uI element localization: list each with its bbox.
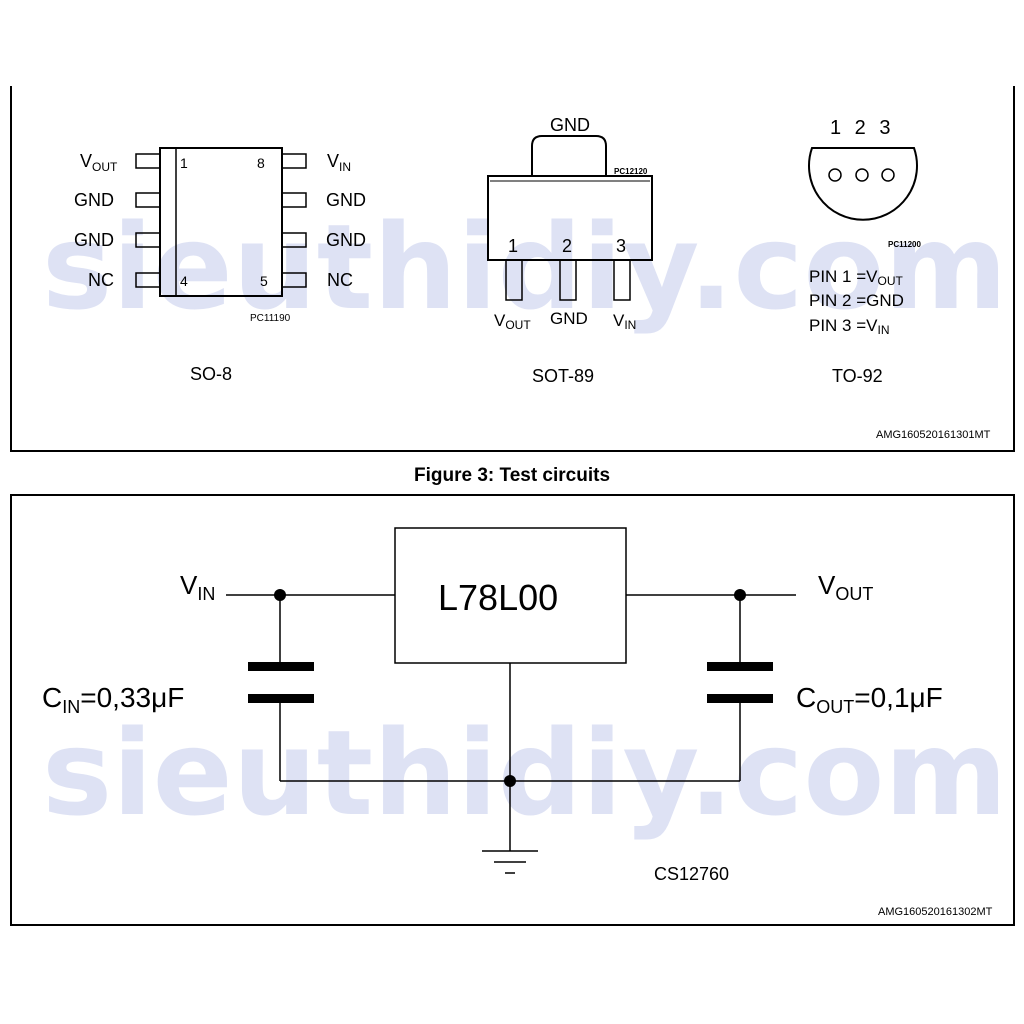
to92-pin-3 — [881, 168, 895, 182]
so8-package-name: SO-8 — [190, 364, 232, 384]
test-circuit-panel: sieuthidiy.com L78L00 VIN VOUT CIN=0,33μ… — [10, 494, 1015, 926]
to92-pin-2 — [855, 168, 869, 182]
so8-pin-left-3 — [135, 232, 161, 248]
cin-plate-bottom — [248, 694, 314, 703]
so8-pin-left-4 — [135, 272, 161, 288]
vin-label: VIN — [180, 570, 215, 604]
sot89-pin-3 — [613, 259, 631, 301]
sot89-pin-label-3: VIN — [613, 311, 636, 332]
sot89-pin-number-3: 3 — [616, 236, 626, 256]
package-pinout-drawing: sieuthidiy.com 1 8 4 5 VOUT GND GND NC — [42, 115, 1007, 441]
cout-plate-top — [707, 662, 773, 671]
sot89-pin-number-1: 1 — [508, 236, 518, 256]
so8-pin-number-1: 1 — [180, 155, 188, 171]
so8-pin-number-4: 4 — [180, 273, 188, 289]
circuit-footer-code: AMG160520161302MT — [878, 906, 993, 918]
sot89-tab-label: GND — [550, 115, 590, 135]
sot89-pin-label-1: VOUT — [494, 311, 531, 332]
to92-pin-map-2: PIN 2 =GND — [809, 291, 904, 310]
sot89-pin-number-2: 2 — [562, 236, 572, 256]
so8-right-label-5: NC — [327, 270, 353, 290]
so8-pin-right-7 — [281, 192, 307, 208]
ground-node-dot — [504, 775, 516, 787]
so8-left-label-3: GND — [74, 230, 114, 250]
to92-package-name: TO-92 — [832, 366, 883, 386]
pinout-footer-code: AMG160520161301MT — [876, 429, 991, 441]
so8-code: PC11190 — [250, 313, 291, 324]
so8-left-label-1: VOUT — [80, 151, 118, 174]
sot89-pin-2 — [559, 259, 577, 301]
regulator-ic-label: L78L00 — [438, 577, 558, 618]
so8-pin-number-5: 5 — [260, 273, 268, 289]
so8-right-label-7: GND — [326, 190, 366, 210]
vout-label: VOUT — [818, 570, 873, 604]
figure-caption: Figure 3: Test circuits — [413, 465, 611, 486]
cin-plate-top — [248, 662, 314, 671]
sot89-package: GND PC12120 1 2 3 VOUT GND VIN SOT-89 — [487, 115, 653, 386]
to92-code: PC11200 — [888, 240, 921, 249]
cout-label: COUT=0,1μF — [796, 682, 943, 717]
so8-pin-right-6 — [281, 232, 307, 248]
sot89-tab — [531, 135, 607, 176]
to92-pin-map-1: PIN 1 =VOUT — [809, 267, 904, 288]
schematic-code: CS12760 — [654, 864, 729, 884]
so8-pin-right-8 — [281, 153, 307, 169]
so8-right-label-8: VIN — [327, 151, 351, 174]
so8-package: 1 8 4 5 VOUT GND GND NC VIN GND GND NC P… — [74, 147, 366, 384]
so8-left-label-4: NC — [88, 270, 114, 290]
so8-pin-left-1 — [135, 153, 161, 169]
so8-body — [159, 147, 283, 297]
so8-left-label-2: GND — [74, 190, 114, 210]
watermark-2: sieuthidiy.com — [42, 704, 1007, 842]
cin-label: CIN=0,33μF — [42, 682, 184, 717]
to92-pin-1 — [828, 168, 842, 182]
package-pinout-panel: sieuthidiy.com 1 8 4 5 VOUT GND GND NC — [10, 86, 1015, 452]
so8-pin-number-8: 8 — [257, 155, 265, 171]
so8-pin-right-5 — [281, 272, 307, 288]
to92-package: 1 2 3 PC11200 PIN 1 =VOUT PIN 2 =GND PIN… — [808, 117, 921, 386]
so8-pin-left-2 — [135, 192, 161, 208]
watermark: sieuthidiy.com — [42, 198, 1007, 336]
sot89-pin-label-2: GND — [550, 309, 588, 328]
test-circuit-schematic: sieuthidiy.com L78L00 VIN VOUT CIN=0,33μ… — [42, 527, 1007, 918]
so8-right-label-6: GND — [326, 230, 366, 250]
sot89-code: PC12120 — [614, 167, 648, 176]
sot89-pin-1 — [505, 259, 523, 301]
regulator-ic-box — [394, 527, 627, 664]
to92-pin-numbers: 1 2 3 — [830, 117, 894, 139]
to92-pin-map-3: PIN 3 =VIN — [809, 316, 890, 337]
cout-plate-bottom — [707, 694, 773, 703]
sot89-package-name: SOT-89 — [532, 366, 594, 386]
to92-body — [808, 147, 918, 221]
